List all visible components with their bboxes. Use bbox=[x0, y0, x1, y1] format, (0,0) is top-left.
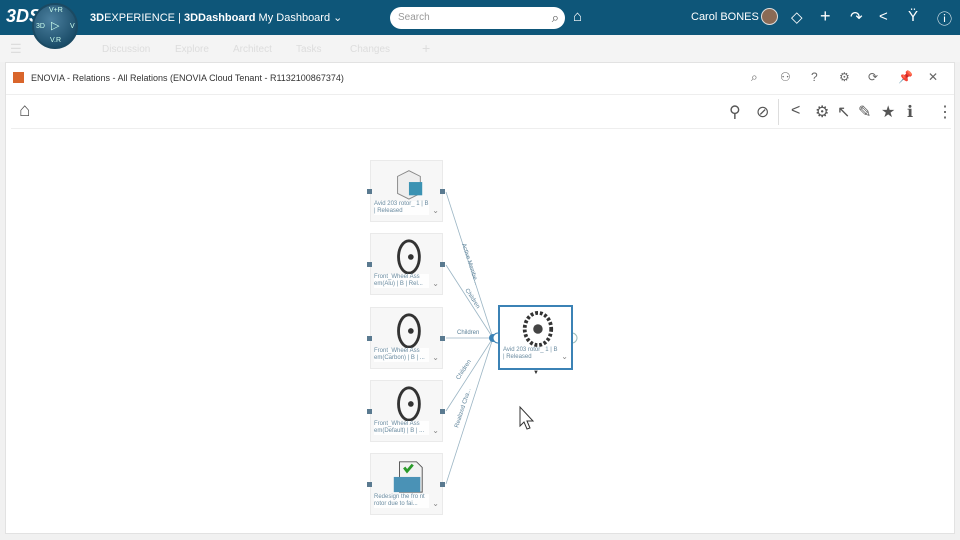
apps-icon[interactable]: Ÿ bbox=[908, 8, 919, 25]
connector-handle[interactable] bbox=[367, 482, 372, 488]
connector-handle[interactable] bbox=[367, 189, 372, 194]
user-share-icon[interactable]: ⚇ bbox=[780, 70, 791, 84]
add-icon[interactable]: + bbox=[820, 6, 831, 26]
tab-discussion[interactable]: Discussion bbox=[102, 44, 151, 55]
compass-top[interactable]: V+R bbox=[49, 7, 63, 14]
brand-rest: EXPERIENCE | bbox=[104, 12, 184, 24]
center-node[interactable]: Avid 203 rotor_ 1 | B | Released ⌄ ▼ bbox=[498, 305, 573, 376]
edge-line[interactable] bbox=[445, 337, 494, 485]
favorite-icon[interactable]: ★ bbox=[881, 104, 896, 121]
graph-node[interactable]: Avid 203 rotor_ 1 | B | Released⌄ bbox=[370, 160, 443, 222]
enovia-logo-icon bbox=[13, 72, 24, 83]
node-label: Front_Wheel Ass em(Default) | B | ... bbox=[374, 420, 429, 435]
dashboard-tabs: ☰ Discussion Explore Architect Tasks Cha… bbox=[0, 35, 960, 62]
pin-icon[interactable]: 📌 bbox=[898, 70, 913, 84]
compass-left[interactable]: 3D bbox=[36, 23, 45, 30]
brand-bold: 3D bbox=[90, 12, 105, 24]
connector-handle[interactable] bbox=[440, 335, 445, 341]
notification-icon[interactable]: ◇ bbox=[791, 9, 803, 26]
expand-down-icon[interactable]: ▼ bbox=[533, 370, 539, 376]
connector-handle[interactable] bbox=[440, 189, 445, 194]
play-icon[interactable]: ▷ bbox=[51, 20, 60, 32]
divider bbox=[778, 99, 779, 125]
settings-icon[interactable]: ⚙ bbox=[815, 104, 830, 121]
change-action-icon bbox=[393, 461, 423, 493]
home-icon[interactable]: ⌂ bbox=[19, 100, 31, 121]
edge-label: Children bbox=[456, 359, 473, 381]
select-icon[interactable]: ↖ bbox=[837, 104, 851, 121]
dashboard-menu[interactable]: My Dashboard bbox=[258, 12, 331, 24]
search-icon[interactable]: ⌕ bbox=[751, 70, 758, 84]
chevron-down-icon[interactable]: ⌄ bbox=[432, 206, 439, 215]
node-label: Avid 203 rotor_ 1 | B | Released bbox=[374, 201, 429, 215]
connector-handle[interactable] bbox=[440, 262, 445, 268]
relations-icon[interactable]: < bbox=[791, 102, 801, 119]
search-icon[interactable]: ⌕ bbox=[551, 10, 559, 25]
tab-tasks[interactable]: Tasks bbox=[296, 44, 322, 55]
node-label: Avid 203 rotor_ 1 | B | Released bbox=[503, 347, 558, 361]
share-icon[interactable]: ↷ bbox=[850, 9, 863, 26]
wheel-icon bbox=[397, 386, 421, 421]
search-input[interactable]: Search ⌕ bbox=[390, 7, 565, 29]
edit-icon[interactable]: ✎ bbox=[858, 104, 872, 121]
chevron-down-icon[interactable]: ⌄ bbox=[432, 425, 439, 435]
edge-line[interactable] bbox=[445, 264, 494, 339]
search-placeholder: Search bbox=[398, 12, 430, 23]
chevron-down-icon[interactable]: ⌄ bbox=[432, 279, 439, 289]
hide-icon[interactable]: ⊘ bbox=[756, 104, 770, 121]
widget-title: ENOVIA - Relations - All Relations (ENOV… bbox=[31, 73, 344, 83]
user-name[interactable]: Carol BONES bbox=[691, 11, 759, 23]
graph-node[interactable]: Redesign the fro nt rotor due to fai...⌄ bbox=[370, 453, 443, 516]
edge-label: Active Membe... bbox=[460, 243, 479, 286]
wheel-icon bbox=[397, 313, 421, 348]
refresh-icon[interactable]: ⟳ bbox=[868, 70, 879, 84]
graph-node[interactable]: Front_Wheel Ass em(Carbon) | B | ...⌄ bbox=[370, 306, 443, 369]
edge-line[interactable] bbox=[445, 191, 494, 339]
filter-tree-icon[interactable]: ⚲ bbox=[729, 104, 741, 121]
help-icon[interactable]: ? bbox=[811, 70, 818, 84]
tab-changes[interactable]: Changes bbox=[350, 44, 391, 55]
chevron-down-icon[interactable]: ⌄ bbox=[561, 352, 568, 361]
info-icon[interactable]: ℹ bbox=[907, 104, 914, 121]
avatar[interactable] bbox=[761, 8, 778, 25]
node-label: Front_Wheel Ass em(Alu) | B | Rel... bbox=[374, 274, 429, 289]
compass-right[interactable]: V bbox=[70, 23, 75, 30]
wheel-icon bbox=[397, 239, 421, 275]
community-share-icon[interactable]: < bbox=[879, 8, 888, 25]
node-label: Redesign the fro nt rotor due to fai... bbox=[374, 494, 429, 509]
settings-icon[interactable]: ⚙ bbox=[839, 70, 850, 84]
mouse-cursor-icon bbox=[519, 405, 535, 430]
chevron-down-icon[interactable]: ⌄ bbox=[333, 12, 343, 24]
rotor-icon bbox=[522, 311, 554, 347]
tab-architect[interactable]: Architect bbox=[233, 44, 272, 55]
top-bar: 3DS V+R 3D ▷ V V.R 3DEXPERIENCE | 3DDash… bbox=[0, 0, 960, 49]
add-tab-icon[interactable]: + bbox=[422, 40, 431, 56]
widget-header: ENOVIA - Relations - All Relations (ENOV… bbox=[6, 63, 954, 95]
more-icon[interactable]: ⋮ bbox=[937, 104, 953, 121]
connector-handle[interactable] bbox=[367, 335, 372, 341]
app-title: 3DEXPERIENCE | 3DDashboard My Dashboard … bbox=[90, 11, 342, 24]
connector-handle[interactable] bbox=[440, 482, 445, 488]
toolbar: ⌂ ⚲ ⊘ < ⚙ ↖ ✎ ★ ℹ ⋮ bbox=[11, 95, 953, 129]
chevron-down-icon[interactable]: ⌄ bbox=[432, 352, 439, 362]
compass-bottom[interactable]: V.R bbox=[50, 37, 62, 44]
compass-icon[interactable]: V+R 3D ▷ V V.R bbox=[32, 3, 78, 49]
chevron-down-icon[interactable]: ⌄ bbox=[432, 499, 439, 509]
edge-line[interactable] bbox=[445, 337, 494, 412]
connector-handle[interactable] bbox=[440, 408, 445, 414]
edge-label: Children bbox=[457, 330, 479, 336]
tag-icon[interactable]: ⌂ bbox=[573, 8, 583, 25]
part-cube-icon bbox=[397, 170, 423, 200]
graph-node[interactable]: Front_Wheel Ass em(Alu) | B | Rel...⌄ bbox=[370, 233, 443, 296]
tab-explore[interactable]: Explore bbox=[175, 44, 209, 55]
graph-node[interactable]: Front_Wheel Ass em(Default) | B | ...⌄ bbox=[370, 379, 443, 442]
app-name: 3DDashboard bbox=[183, 12, 256, 24]
node-label: Front_Wheel Ass em(Carbon) | B | ... bbox=[374, 347, 429, 362]
help-icon[interactable]: ⓘ bbox=[937, 11, 953, 28]
close-icon[interactable]: ✕ bbox=[928, 70, 939, 84]
connector-handle[interactable] bbox=[367, 262, 372, 268]
connector-handle[interactable] bbox=[367, 408, 372, 414]
menu-icon[interactable]: ☰ bbox=[10, 41, 22, 56]
